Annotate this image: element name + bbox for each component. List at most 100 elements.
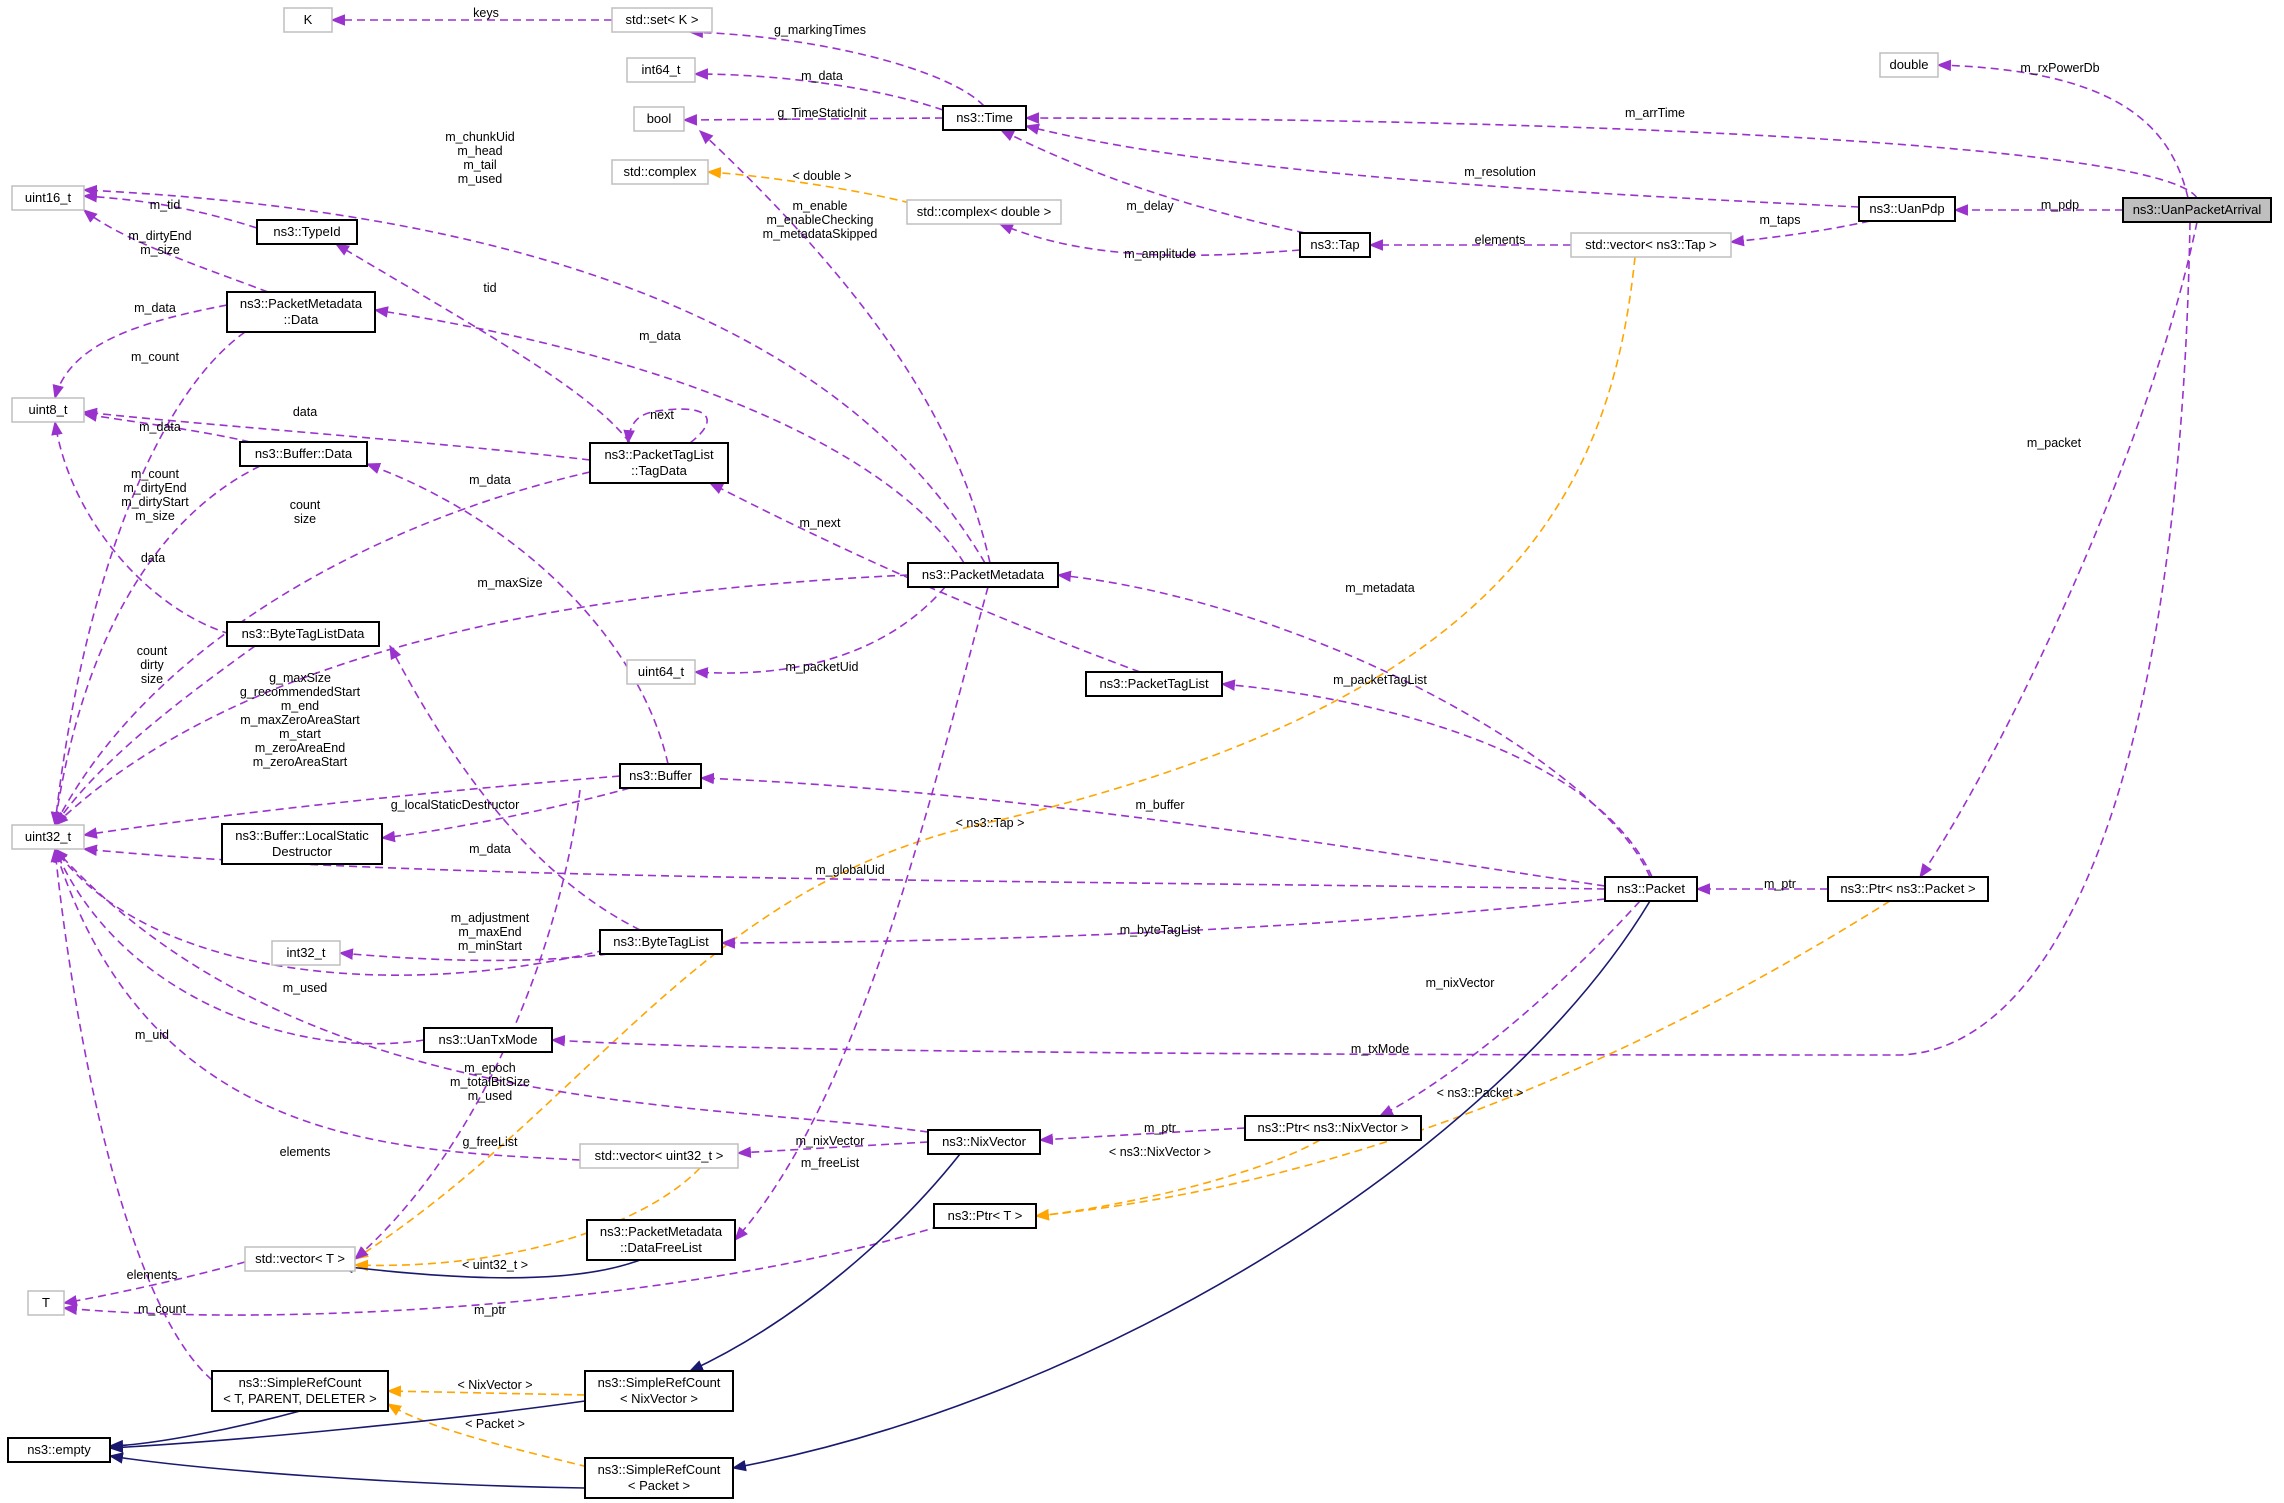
class-node-ns3-packettaglist[interactable]: ns3::PacketTagList [1085,671,1223,697]
edge-label: m_metadataSkipped [763,227,878,241]
node-box [256,219,358,245]
class-node-ns3-packettaglist-tagdata[interactable]: ns3::PacketTagList::TagData [589,442,729,484]
class-node-ns3-bytetaglistdata[interactable]: ns3::ByteTagListData [226,621,380,647]
node-box [7,1437,111,1463]
class-node-ns3-buffer[interactable]: ns3::Buffer [619,763,702,789]
member-edge [54,847,606,976]
class-node-t: T [27,1290,65,1316]
member-edge [373,306,965,564]
class-node-ns3-uantxmode[interactable]: ns3::UanTxMode [423,1027,553,1053]
class-node-ns3-bytetaglist[interactable]: ns3::ByteTagList [599,929,723,955]
inherit-edge [108,1452,586,1489]
class-node-ns3-simplerefcount-packet[interactable]: ns3::SimpleRefCount< Packet > [584,1457,734,1499]
node-label: ns3::PacketTagList [1099,676,1209,691]
edge-label: m_start [279,727,321,741]
edge-line [52,304,228,400]
class-node-ns3-packetmetadata[interactable]: ns3::PacketMetadata [907,562,1059,588]
edge-line [353,256,1636,1260]
node-box [211,1370,389,1412]
class-node-ns3-time[interactable]: ns3::Time [942,105,1027,131]
node-label: K [304,12,313,27]
edge-line [734,586,989,1242]
member-edge [82,775,621,839]
member-edge [334,243,631,444]
node-label: ns3::SimpleRefCount [239,1375,362,1390]
edge-line [82,407,591,461]
edge-line [53,847,581,1161]
inherit-edge [731,900,1651,1472]
class-node-ns3-packetmetadata-data[interactable]: ns3::PacketMetadata::Data [226,291,376,333]
edge-label: m_enableChecking [766,213,873,227]
node-label: < NixVector > [620,1391,698,1406]
class-node-ns3-typeid[interactable]: ns3::TypeId [256,219,358,245]
edge-label: m_size [140,243,180,257]
class-node-ns3-ptr-ns3-nixvector[interactable]: ns3::Ptr< ns3::NixVector > [1244,1115,1422,1141]
edge-line [698,130,991,564]
node-box [611,7,713,33]
class-node-ns3-buffer-data[interactable]: ns3::Buffer::Data [239,441,368,467]
node-label: Destructor [272,844,333,859]
node-box [927,1129,1041,1155]
node-box [1244,1115,1422,1141]
edge-label: m_data [469,842,511,856]
edge-label: m_enable [793,199,848,213]
edge-line [54,645,256,827]
member-edge [50,331,246,827]
edge-label: g_localStaticDestructor [391,798,520,812]
edge-label: < uint32_t > [462,1258,528,1272]
inherit-edge [108,1400,586,1454]
edge-label: g_markingTimes [774,23,866,37]
edge-label: m_arrTime [1625,106,1685,120]
edge-label: < ns3::Tap > [956,816,1025,830]
edge-label: < ns3::NixVector > [1109,1145,1211,1159]
member-edge [389,644,641,931]
member-edge [54,847,929,1133]
class-node-ns3-ptr-ns3-packet[interactable]: ns3::Ptr< ns3::Packet > [1827,876,1989,902]
member-edge [53,847,581,1161]
node-box [1085,671,1223,697]
node-box [221,823,383,865]
class-node-ns3-uanpdp[interactable]: ns3::UanPdp [1858,196,1956,222]
class-node-ns3-nixvector[interactable]: ns3::NixVector [927,1129,1041,1155]
edge-line [1378,900,1641,1117]
class-node-ns3-simplerefcount-nixvector[interactable]: ns3::SimpleRefCount< NixVector > [584,1370,734,1412]
class-node-uint8-t: uint8_t [11,397,85,423]
edge-label: m_amplitude [1124,247,1196,261]
node-box [907,562,1059,588]
edge-line [1038,1127,1246,1145]
class-node-ns3-simplerefcount-t-parent-deleter[interactable]: ns3::SimpleRefCount< T, PARENT, DELETER … [211,1370,389,1412]
node-label: std::set< K > [626,12,699,27]
edge-line [1024,112,2198,199]
edge-line [1919,221,2198,879]
edge-line [1034,1139,1321,1221]
edge-label: data [293,405,317,419]
edge-label: keys [473,6,499,20]
edge-line [82,410,251,443]
edge-line [386,1385,586,1398]
node-label: ns3::ByteTagList [613,934,709,949]
class-node-ns3-ptr-t[interactable]: ns3::Ptr< T > [933,1203,1037,1229]
edge-line [338,948,609,962]
node-label: int32_t [286,945,325,960]
node-box [586,1219,736,1261]
edge-label: m_data [801,69,843,83]
edge-line [353,1167,701,1272]
edge-label: m_used [468,1089,513,1103]
edge-line [62,1225,941,1316]
member-edge [82,410,251,443]
member-edge [54,645,256,827]
node-label: ::Data [284,312,319,327]
edge-label: m_txMode [1351,1042,1409,1056]
edge-label: m_minStart [458,939,522,953]
class-node-ns3-packetmetadata-datafreelist[interactable]: ns3::PacketMetadata::DataFreeList [586,1219,736,1261]
member-edge [734,586,989,1242]
class-node-ns3-tap[interactable]: ns3::Tap [1299,232,1371,258]
member-edge [623,408,708,445]
edge-line [1024,123,1860,208]
class-node-ns3-empty[interactable]: ns3::empty [7,1437,111,1463]
class-node-ns3-uanpacketarrival[interactable]: ns3::UanPacketArrival [2122,197,2272,223]
class-node-uint64-t: uint64_t [626,659,696,685]
class-node-ns3-packet[interactable]: ns3::Packet [1604,876,1698,902]
